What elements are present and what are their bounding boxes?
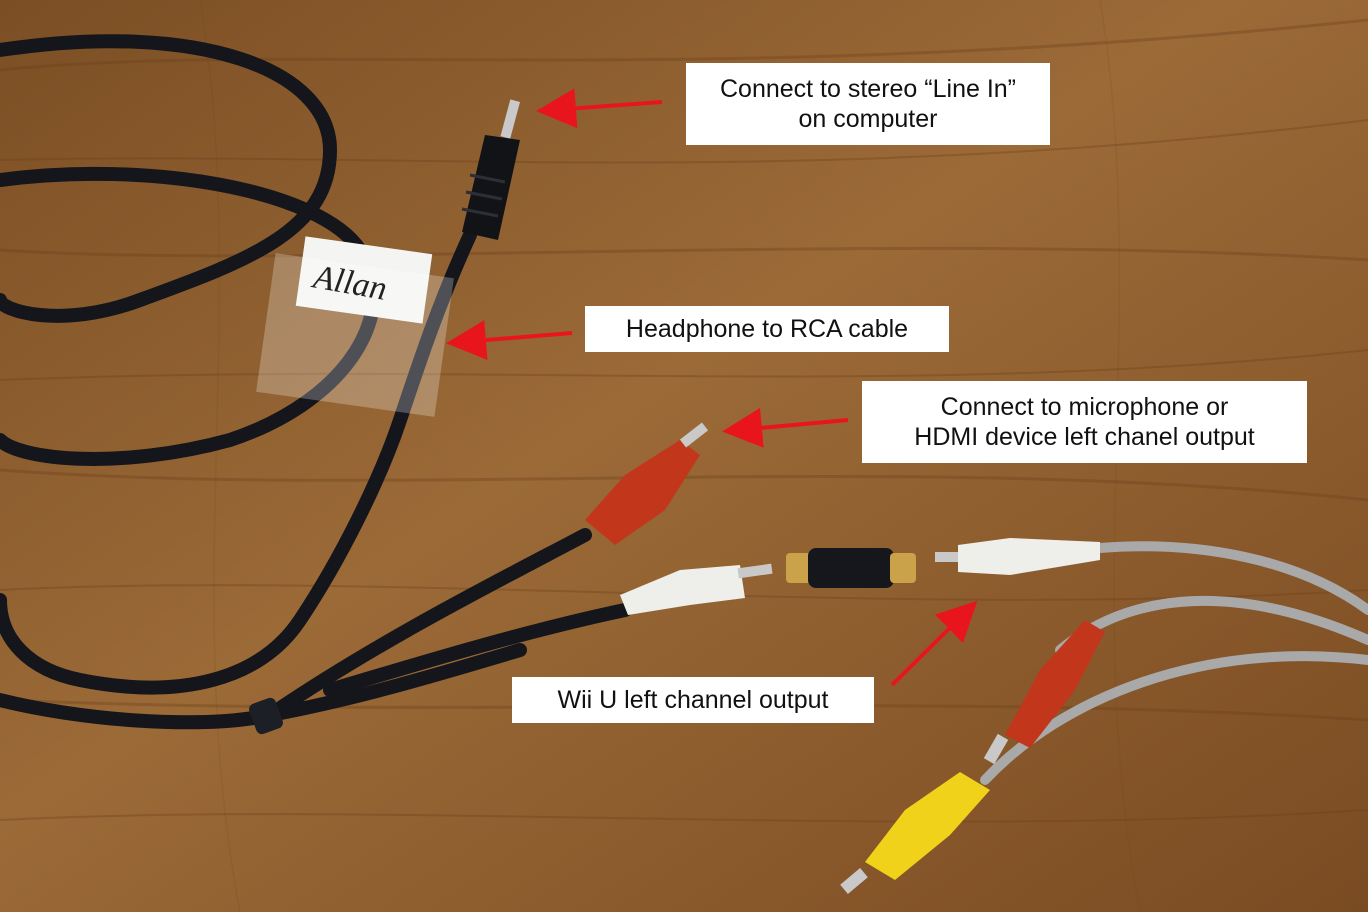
callout-line-in-line2: on computer bbox=[798, 105, 938, 133]
annotation-arrows bbox=[446, 88, 978, 687]
callout-microphone-hdmi: Connect to microphone or HDMI device lef… bbox=[862, 381, 1307, 463]
callout-microphone-hdmi-line1: Connect to microphone or bbox=[940, 393, 1229, 421]
callout-wii-u-text: Wii U left channel output bbox=[557, 686, 829, 714]
white-rca-plug-black-cable bbox=[620, 563, 773, 615]
rca-coupler bbox=[786, 548, 916, 588]
white-rca-plug-gray-cable bbox=[935, 538, 1100, 575]
yellow-rca-plug bbox=[840, 772, 990, 894]
arrow-to-wii-u-plug bbox=[890, 600, 978, 687]
arrow-to-cable bbox=[446, 320, 573, 360]
cable-clip bbox=[249, 697, 283, 735]
callout-headphone-rca: Headphone to RCA cable bbox=[585, 306, 949, 352]
arrow-to-red-plug bbox=[722, 407, 849, 448]
cable-tag: Allan bbox=[256, 236, 454, 417]
callout-line-in: Connect to stereo “Line In” on computer bbox=[686, 63, 1050, 145]
arrow-to-headphone-plug bbox=[536, 88, 663, 129]
headphone-plug bbox=[461, 99, 521, 240]
callout-line-in-line1: Connect to stereo “Line In” bbox=[720, 75, 1016, 103]
callout-microphone-hdmi-line2: HDMI device left chanel output bbox=[914, 423, 1255, 451]
red-rca-plug-black-cable bbox=[585, 422, 709, 545]
callout-wii-u: Wii U left channel output bbox=[512, 677, 874, 723]
red-rca-plug-gray-cable bbox=[983, 620, 1105, 765]
callout-headphone-rca-text: Headphone to RCA cable bbox=[625, 315, 909, 343]
